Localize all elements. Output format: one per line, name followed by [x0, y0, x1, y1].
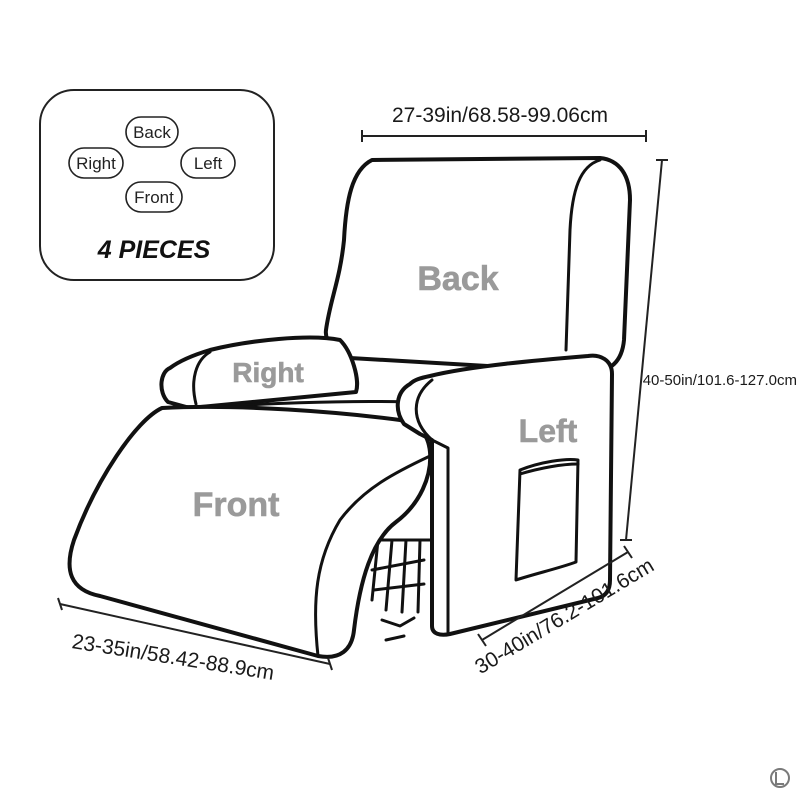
legend-pill-right-label: Right [76, 154, 116, 173]
front-piece [67, 404, 433, 659]
back-side-panel [564, 158, 602, 352]
part-label-left: Left [519, 413, 578, 449]
legend-pill-back: Back [125, 116, 179, 148]
right-arm-piece [159, 335, 359, 410]
dimension-back-width-label: 27-39in/68.58-99.06cm [392, 104, 608, 127]
legend-pill-front: Front [125, 181, 183, 213]
dimension-back-width: 27-39in/68.58-99.06cm [361, 104, 647, 142]
left-arm-front-panel [414, 378, 450, 634]
legend-pill-left: Left [180, 147, 236, 179]
recliner-mechanism [368, 538, 432, 642]
legend-pill-back-label: Back [133, 123, 171, 142]
legend-pill-left-label: Left [194, 154, 223, 173]
part-label-back: Back [417, 260, 498, 298]
legend-pill-front-label: Front [134, 188, 174, 207]
part-label-right: Right [232, 357, 304, 388]
legend-box: Back Right Left Front 4 PIECES [39, 89, 275, 281]
legend-pill-right: Right [68, 147, 124, 179]
left-arm-pocket-lip [518, 462, 580, 476]
left-arm-pocket [514, 458, 580, 582]
right-arm-front-panel [192, 350, 212, 406]
pieces-count-label: 4 PIECES [97, 236, 211, 264]
front-piece-side-edge [314, 454, 432, 658]
dimension-height: 40-50in/101.6-127.0cm [620, 159, 797, 541]
dimension-height-label: 40-50in/101.6-127.0cm [643, 372, 797, 389]
dimension-front-width-label: 23-35in/58.42-88.9cm [70, 630, 275, 685]
part-label-front: Front [193, 486, 280, 524]
watermark-logo-icon [770, 768, 790, 788]
recliner-illustration: Back Right Left Front [67, 156, 632, 659]
